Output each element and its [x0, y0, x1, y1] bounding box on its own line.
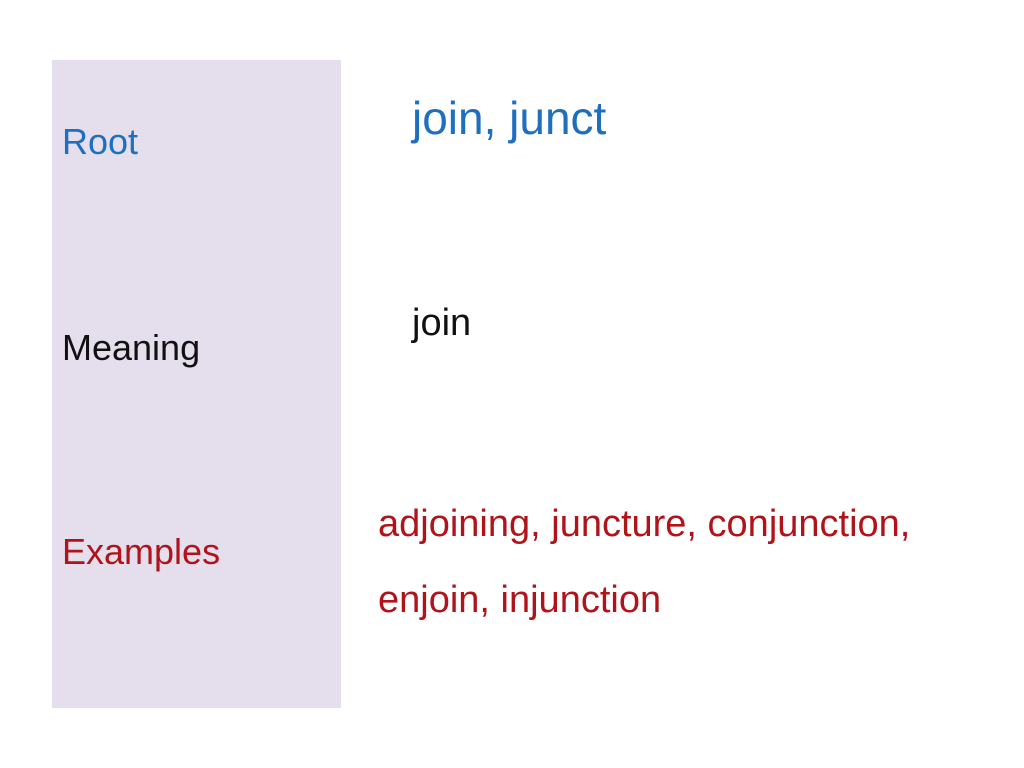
meaning-value: join [412, 302, 472, 344]
examples-label: Examples [62, 531, 221, 572]
examples-line-1: adjoining, juncture, conjunction, [378, 503, 911, 545]
root-label: Root [62, 121, 139, 162]
root-value: join, junct [412, 92, 607, 144]
meaning-label: Meaning [62, 327, 201, 368]
examples-value: adjoining, juncture, conjunction, enjoin… [378, 505, 910, 657]
examples-line-2: enjoin, injunction [378, 579, 662, 621]
label-panel [52, 60, 341, 708]
